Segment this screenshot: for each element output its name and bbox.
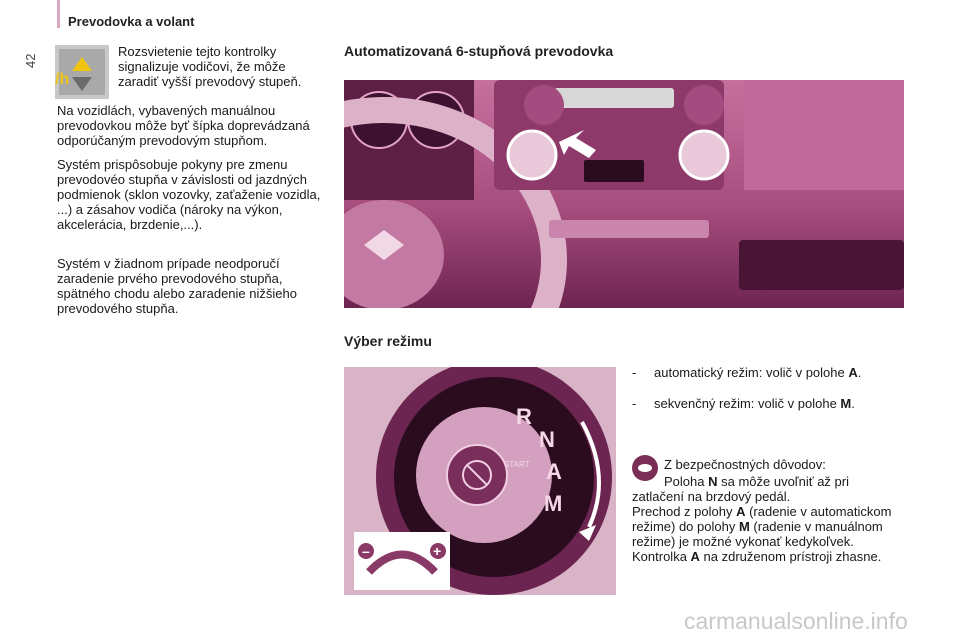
indicator-symbol: /h <box>55 71 70 88</box>
svg-text:+: + <box>433 543 441 559</box>
gear-shift-indicator-icon: /h <box>55 45 109 99</box>
dial-letter-n: N <box>539 427 555 452</box>
site-watermark: carmanualsonline.info <box>684 608 908 634</box>
dial-start-label: START <box>504 460 530 469</box>
svg-text:–: – <box>362 543 370 559</box>
lamp-description: Rozsvietenie tejto kontrolky signalizuje… <box>118 44 302 89</box>
section-heading-mode-selection: Výber režimu <box>344 333 432 349</box>
paragraph-no-recommendation: Systém v žiadnom prípade neodporučí zara… <box>57 256 297 316</box>
dashboard-photo <box>344 80 904 308</box>
eye-warning-icon <box>632 455 658 481</box>
dial-letter-r: R <box>516 404 532 429</box>
paragraph-manual-gearbox: Na vozidlách, vybavených manuálnou prevo… <box>57 103 310 148</box>
warning-title: Z bezpečnostných dôvodov: <box>664 457 826 472</box>
mode-selector-photo: – + R N A M START <box>344 367 616 595</box>
section-heading-gearbox: Automatizovaná 6-stupňová prevodovka <box>344 43 614 59</box>
dashboard-illustration <box>344 80 904 308</box>
chapter-title: Prevodovka a volant <box>68 14 195 29</box>
dial-letter-a: A <box>546 459 562 484</box>
bullet-automatic-mode: -automatický režim: volič v polohe A. <box>632 365 862 380</box>
mode-selector-dial-illustration: – + R N A M START <box>354 367 612 595</box>
bullet-sequential-mode: -sekvenčný režim: volič v polohe M. <box>632 396 855 411</box>
paragraph-system-adapts: Systém prispôsobuje pokyny pre zmenu pre… <box>57 157 321 232</box>
dial-letter-m: M <box>544 491 562 516</box>
shift-arrows-icon <box>72 57 92 91</box>
page-number: 42 <box>23 53 38 68</box>
warning-mode-change-text: Prechod z polohy A (radenie v automatick… <box>632 504 892 564</box>
chapter-accent-bar <box>57 0 60 28</box>
warning-neutral-text: Poloha N sa môže uvoľniť až pri zatlačen… <box>632 474 849 504</box>
